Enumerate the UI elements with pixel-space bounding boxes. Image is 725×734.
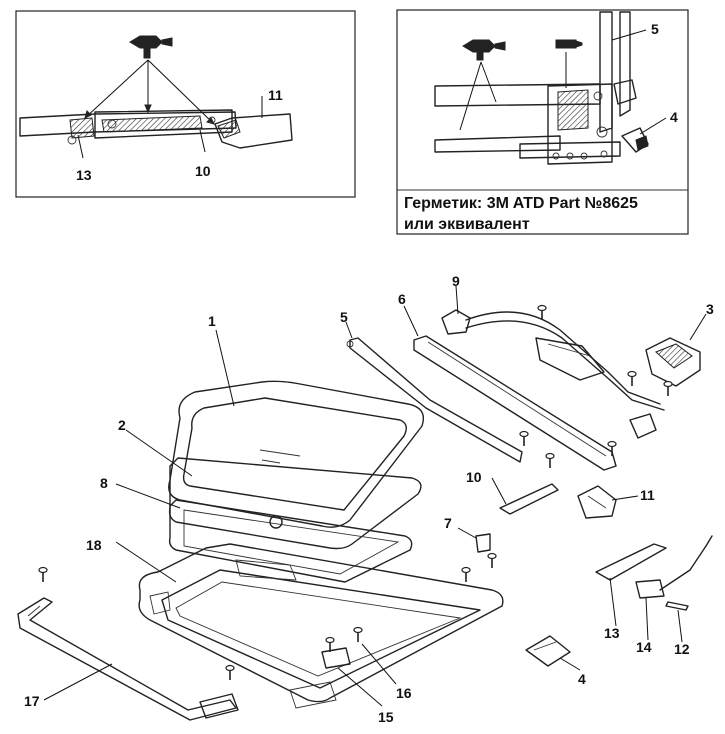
label-10: 10 [195,163,211,179]
sealant-gun-icon [129,35,173,59]
part-13-slider [595,543,667,581]
part-2-weatherstrip [168,457,422,550]
label-4: 4 [670,109,678,125]
label-10: 10 [466,469,482,485]
label-7: 7 [444,515,452,531]
sealant-note-line1: Герметик: 3M ATD Part №8625 [404,195,638,212]
part-6-guide-rail [413,335,617,471]
label-18: 18 [86,537,102,553]
main-exploded-view: 1 2 3 4 5 6 7 8 9 10 11 12 13 14 15 16 1… [17,273,714,725]
label-17: 17 [24,693,40,709]
label-4: 4 [578,671,586,687]
label-11: 11 [268,87,283,103]
part-1-glass-panel [168,380,425,528]
inset-right-rails [434,79,637,165]
inset-right-part-5 [599,11,631,133]
label-12: 12 [674,641,690,657]
part-10-bracket [499,452,559,515]
sealant-gun-icon [462,39,506,61]
inset-right-frame [396,9,689,235]
sealant-note-line2: или эквивалент [404,216,530,233]
inset-left-rail [19,109,237,145]
inset-right: 5 4 Герметик: 3M ATD Part №8625 или экви… [396,9,689,235]
part-11-bracket [577,485,617,519]
part-9-drive-cable [441,304,665,411]
inset-left: 11 13 10 [15,10,356,198]
part-7-grommet [461,533,497,583]
part-12-pin [665,601,689,611]
label-11: 11 [640,487,655,503]
part-3-motor [607,337,701,457]
part-18-sunroof-housing [138,543,504,709]
label-1: 1 [208,313,216,329]
label-2: 2 [118,417,126,433]
label-8: 8 [100,475,108,491]
part-5-cable [346,337,529,463]
label-16: 16 [396,685,412,701]
label-13: 13 [604,625,620,641]
part-4-bracket [525,635,571,667]
label-9: 9 [452,273,460,289]
part-15-plate [321,626,363,669]
label-14: 14 [636,639,652,655]
sealant-tube-icon [555,39,583,49]
label-13: 13 [76,167,92,183]
leader-lines [43,285,707,707]
label-5: 5 [651,21,659,37]
inset-left-part-11 [214,113,293,149]
part-8-frame [168,499,413,583]
label-6: 6 [398,291,406,307]
label-15: 15 [378,709,394,725]
inset-right-part-4 [621,127,649,153]
label-5: 5 [340,309,348,325]
part-14-link [635,535,713,599]
part-17-drain-frame [17,566,239,721]
label-3: 3 [706,301,714,317]
inset-left-frame [15,10,356,198]
